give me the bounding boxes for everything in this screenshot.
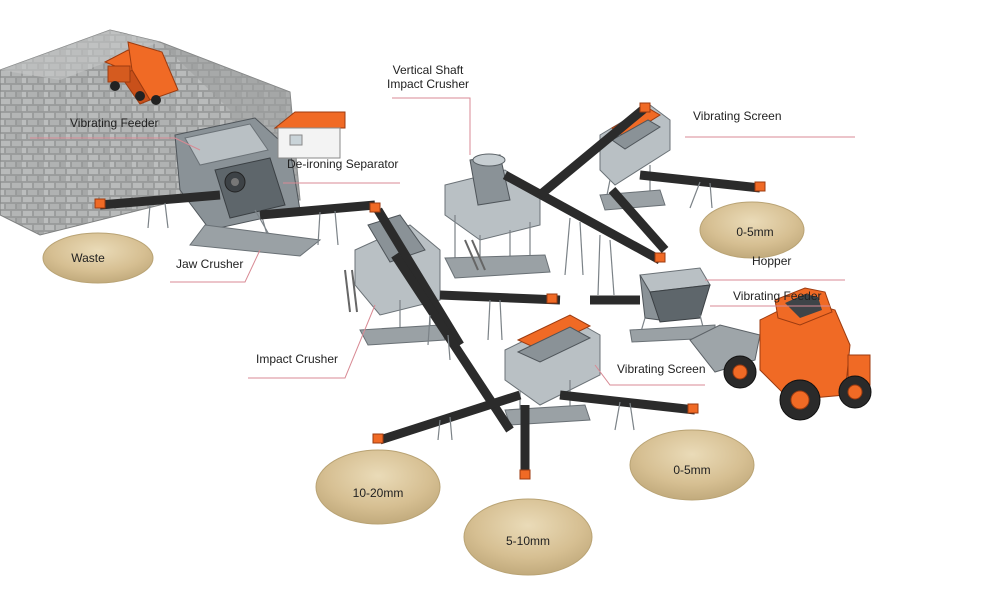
pile-bottom-right-label: 0-5mm [673, 463, 710, 477]
jaw-crusher-station [174, 117, 322, 257]
belt-end-drums [94, 102, 766, 480]
conveyor-belts [99, 104, 761, 475]
label-vertical-shaft-line2: Impact Crusher [387, 77, 469, 91]
leader-lines [30, 97, 855, 386]
pile-top-right-label: 0-5mm [736, 225, 773, 239]
control-house [273, 111, 346, 159]
wheel-loader [689, 287, 872, 421]
belt-supports [147, 181, 713, 441]
dump-truck [103, 41, 179, 105]
label-vertical-shaft-line1: Vertical Shaft [393, 63, 464, 77]
pile-bottom-left-label: 10-20mm [353, 486, 404, 500]
label-de-ironing-separator: De-ironing Separator [287, 157, 398, 171]
label-jaw-crusher: Jaw Crusher [176, 257, 243, 271]
label-hopper: Hopper [752, 254, 791, 268]
pile-bottom-right: 0-5mm [629, 429, 755, 501]
pile-waste: Waste [42, 232, 154, 284]
label-vibrating-screen-bottom: Vibrating Screen [617, 362, 706, 376]
label-vibrating-screen-top: Vibrating Screen [693, 109, 782, 123]
pile-top-right: 0-5mm [699, 201, 805, 259]
pile-bottom-center-label: 5-10mm [506, 534, 550, 548]
label-vibrating-feeder-right: Vibrating Feeder [733, 289, 822, 303]
hopper-station [629, 267, 716, 343]
pile-bottom-center: 5-10mm [463, 498, 593, 576]
pile-bottom-left: 10-20mm [315, 449, 441, 525]
vibrating-screen-bottom-station [504, 314, 601, 426]
label-impact-crusher: Impact Crusher [256, 352, 338, 366]
label-vibrating-feeder-top: Vibrating Feeder [70, 116, 159, 130]
vsi-crusher-tower [444, 153, 551, 279]
pile-waste-label: Waste [71, 251, 105, 265]
